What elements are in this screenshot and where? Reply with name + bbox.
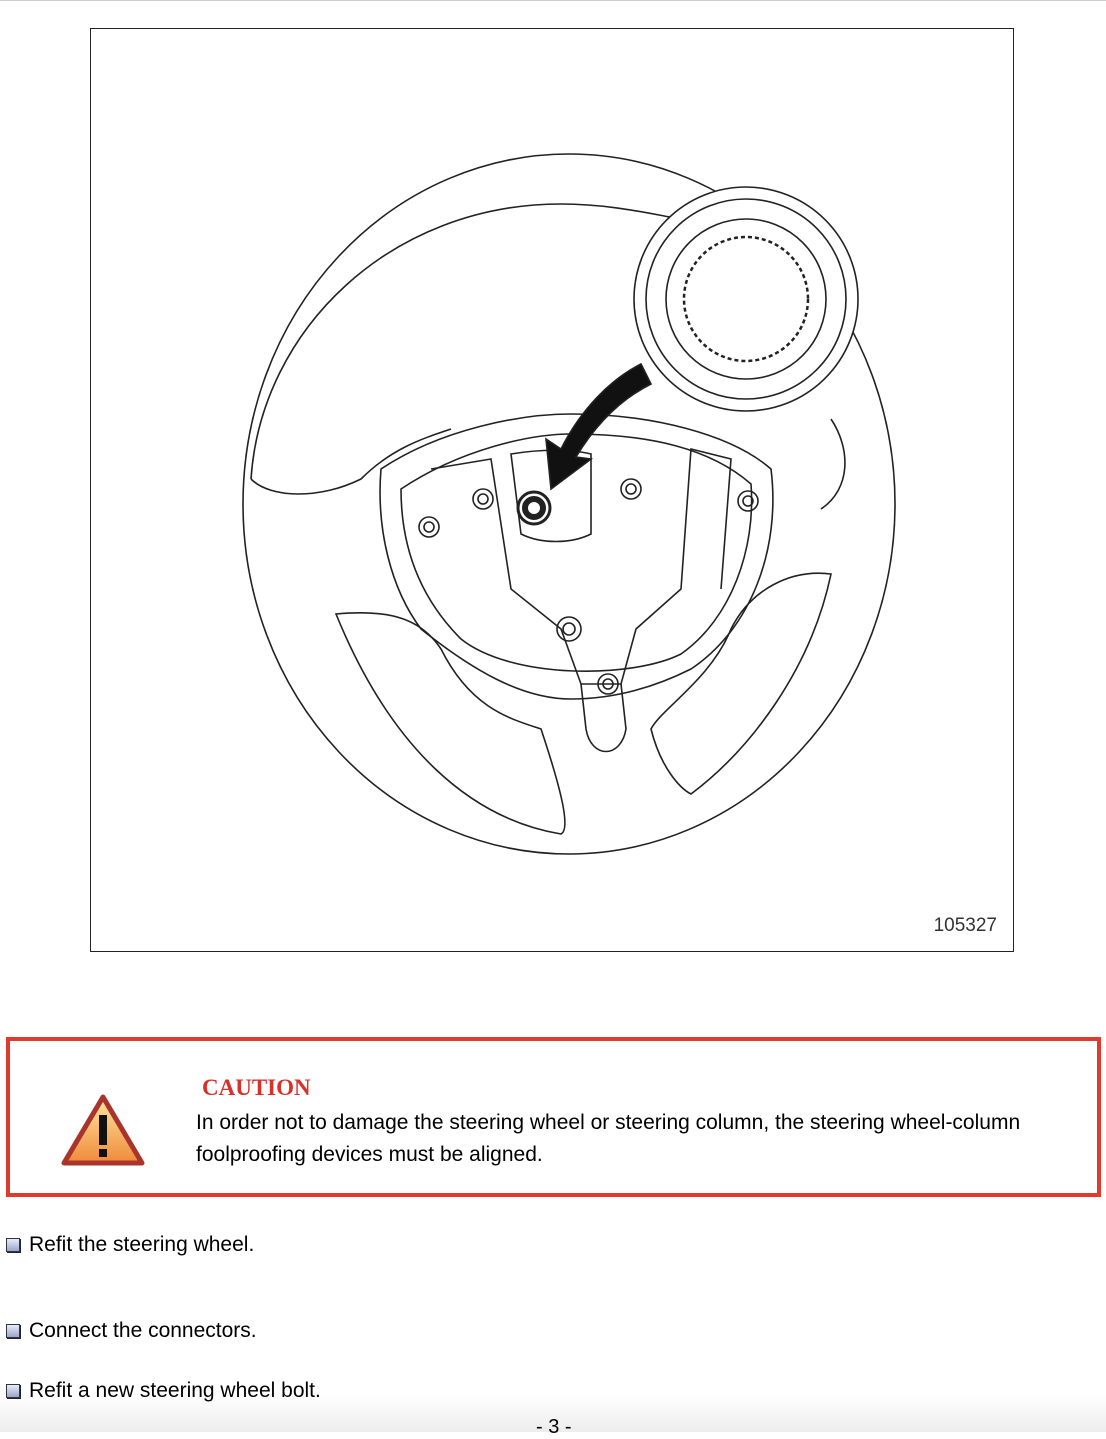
bullet-square-icon [6, 1384, 20, 1398]
caution-box: CAUTION In order not to damage the steer… [6, 1037, 1101, 1197]
steering-wheel-drawing [242, 153, 896, 855]
bullet-square-icon [6, 1238, 20, 1252]
figure-number: 105327 [933, 915, 997, 936]
step-text: Refit a new steering wheel bolt. [29, 1379, 321, 1402]
page-number: - 3 - [536, 1416, 572, 1438]
steering-wheel-figure: 105327 [90, 28, 1014, 952]
bullet-square-icon [6, 1324, 20, 1338]
top-divider [0, 0, 1106, 1]
step-item: Refit the steering wheel. [6, 1233, 254, 1257]
step-item: Refit a new steering wheel bolt. [6, 1379, 321, 1403]
caution-text: In order not to damage the steering whee… [196, 1111, 1021, 1166]
caution-title: CAUTION [202, 1075, 311, 1100]
step-text: Refit the steering wheel. [29, 1233, 255, 1256]
page-footer [0, 1395, 1106, 1432]
step-text: Connect the connectors. [29, 1319, 257, 1342]
step-item: Connect the connectors. [6, 1319, 257, 1343]
warning-triangle-icon [61, 1094, 145, 1166]
